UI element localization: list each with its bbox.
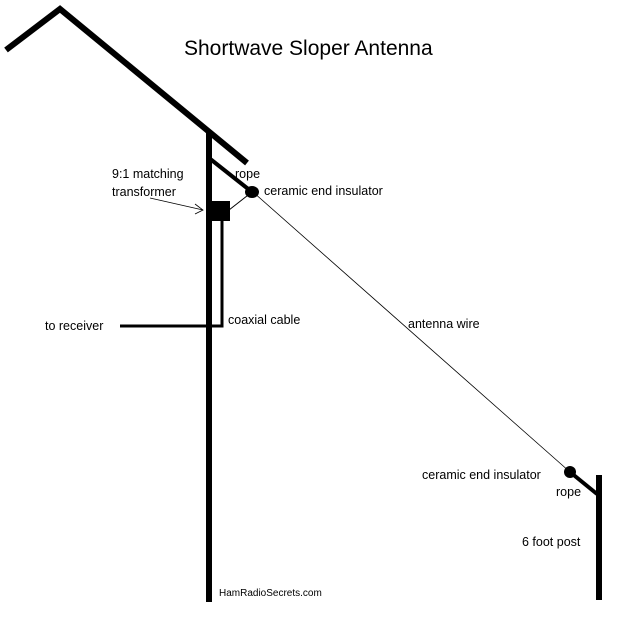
coaxial-cable — [120, 221, 224, 328]
receiver-label: to receiver — [45, 319, 103, 333]
credit-text: HamRadioSecrets.com — [219, 588, 322, 599]
matching-transformer — [211, 201, 230, 221]
bottom-insulator-label: ceramic end insulator — [422, 468, 541, 482]
top-rope — [207, 156, 254, 194]
bottom-rope-label: rope — [556, 485, 581, 499]
bottom-ceramic-insulator — [564, 466, 576, 478]
coax-label: coaxial cable — [228, 313, 300, 327]
antenna-wire — [252, 191, 571, 473]
top-insulator-label: ceramic end insulator — [264, 184, 383, 198]
post-label: 6 foot post — [522, 535, 581, 549]
transformer-label-line1: 9:1 matching — [112, 167, 184, 181]
top-rope-label: rope — [235, 167, 260, 181]
transformer-pointer-arrow — [149, 197, 204, 215]
top-ceramic-insulator — [245, 186, 259, 198]
antenna-wire-label: antenna wire — [408, 317, 480, 331]
transformer-label-line2: transformer — [112, 185, 176, 199]
diagram-title: Shortwave Sloper Antenna — [184, 37, 433, 60]
house-roof — [4, 5, 249, 166]
